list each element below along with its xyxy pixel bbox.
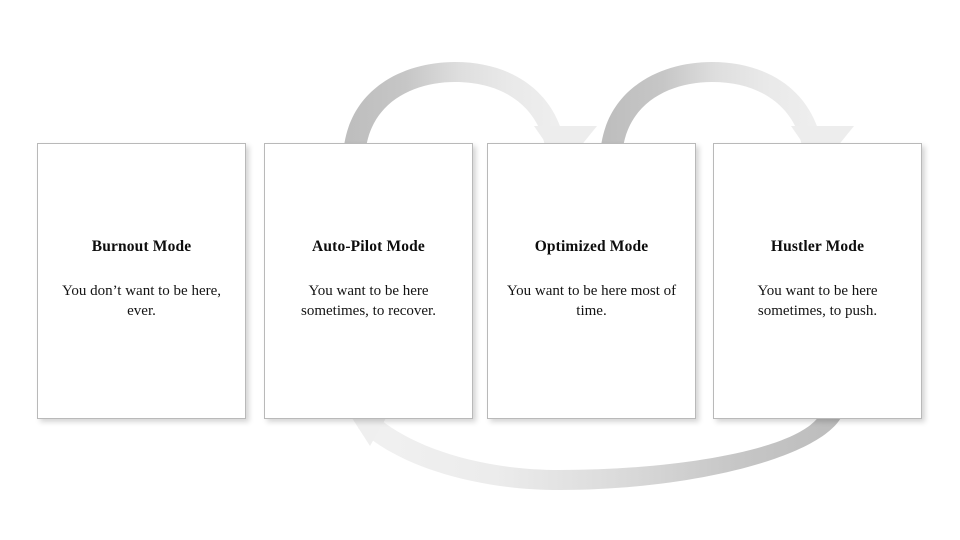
card-body: You don’t want to be here, ever. bbox=[61, 282, 222, 320]
card-title: Optimized Mode bbox=[534, 238, 649, 255]
card-title: Auto-Pilot Mode bbox=[312, 238, 425, 255]
card-body: You want to be here sometimes, to push. bbox=[757, 282, 878, 320]
mode-card-burnout[interactable]: Burnout Mode You don’t want to be here, … bbox=[37, 143, 246, 419]
card-title: Hustler Mode bbox=[770, 238, 865, 255]
mode-card-optimized[interactable]: Optimized Mode You want to be here most … bbox=[487, 143, 696, 419]
mode-card-auto-pilot[interactable]: Auto-Pilot Mode You want to be here some… bbox=[264, 143, 473, 419]
card-body: You want to be here sometimes, to recove… bbox=[301, 282, 436, 320]
card-title: Burnout Mode bbox=[91, 238, 192, 255]
card-body: You want to be here most of time. bbox=[506, 282, 677, 320]
mode-card-hustler[interactable]: Hustler Mode You want to be here sometim… bbox=[713, 143, 922, 419]
